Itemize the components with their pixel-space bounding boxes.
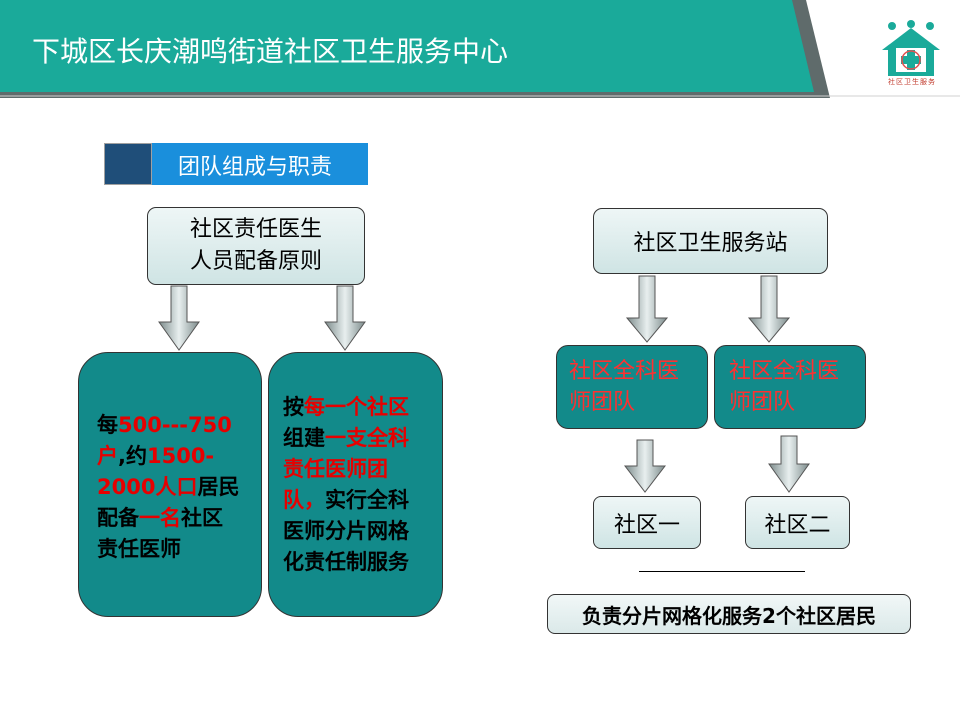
staffing-principle-box: 社区责任医生 人员配备原则 <box>147 207 365 285</box>
gp-team-box-2: 社区全科医师团队 <box>714 345 866 429</box>
principle-line-2: 人员配备原则 <box>189 249 322 274</box>
team-text-3: 实行全科医师分片网格化责任制服务 <box>283 487 409 574</box>
divider <box>639 571 805 572</box>
team-highlight-2: 一支全科责任医师团队， <box>283 425 409 512</box>
gp-team-label-1: 社区全科医师团队 <box>569 359 680 415</box>
section-title: 团队组成与职责 <box>178 155 333 180</box>
team-text-2: 组建 <box>283 425 325 450</box>
principle-line-1: 社区责任医生 <box>189 217 322 242</box>
arrow-down-icon <box>158 275 810 493</box>
ratio-text-2: ,约 <box>118 444 147 468</box>
ratio-households: 500---750户 <box>97 413 232 468</box>
health-station-box: 社区卫生服务站 <box>593 208 828 274</box>
ratio-count: 一名 <box>139 506 181 530</box>
gp-team-label-2: 社区全科医师团队 <box>729 359 840 415</box>
gp-team-box-1: 社区全科医师团队 <box>556 345 708 429</box>
page-title: 下城区长庆潮鸣街道社区卫生服务中心 <box>32 35 509 68</box>
ratio-text-1: 每 <box>97 413 118 437</box>
team-highlight-1: 每一个社区 <box>304 394 409 419</box>
section-heading-bar <box>152 143 368 185</box>
ratio-text-3: 居民配备 <box>97 475 240 530</box>
team-text-1: 按 <box>283 394 304 419</box>
ratio-text-4: 社区责任医师 <box>97 506 223 561</box>
household-ratio-box: 每500---750户,约1500-2000人口居民配备一名社区责任医师 <box>78 352 262 617</box>
header-banner <box>0 0 960 98</box>
community-two-box: 社区二 <box>745 496 850 549</box>
community-health-logo-icon <box>882 20 940 76</box>
responsibility-box: 负责分片网格化服务2个社区居民 <box>547 594 911 634</box>
team-structure-box: 按每一个社区组建一支全科责任医师团队，实行全科医师分片网格化责任制服务 <box>268 352 443 617</box>
section-marker <box>104 143 152 185</box>
logo-caption: 社区卫生服务 <box>888 78 936 86</box>
community-one-box: 社区一 <box>593 496 701 549</box>
ratio-population: 1500-2000人口 <box>97 444 215 499</box>
